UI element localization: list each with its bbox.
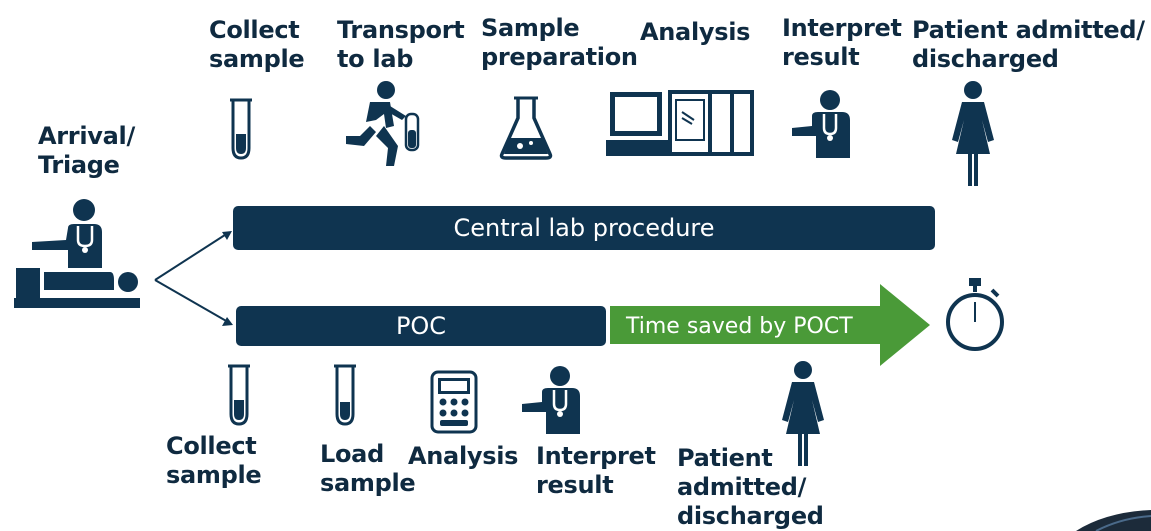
stopwatch-icon <box>946 278 1004 351</box>
time-saved-arrow <box>610 284 930 366</box>
bottom-patient-admitted-label: Patient admitted/ discharged <box>677 444 824 530</box>
flask-icon <box>499 96 553 160</box>
central-lab-procedure-bar: Central lab procedure <box>233 206 935 250</box>
top-patient-admitted-label: Patient admitted/ discharged <box>912 16 1145 73</box>
top-sample-preparation-label: Sample preparation <box>481 14 638 71</box>
bottom-collect-sample-label: Collect sample <box>166 432 262 489</box>
doctor-icon-top <box>792 90 850 158</box>
arrival-triage-label: Arrival/ Triage <box>38 122 135 179</box>
handheld-analyzer-icon <box>430 370 478 434</box>
top-analysis-label: Analysis <box>640 18 751 46</box>
top-collect-sample-label: Collect sample <box>209 16 305 73</box>
running-person-icon <box>346 81 420 166</box>
poc-bar: POC <box>236 306 606 346</box>
corner-decoration <box>1076 510 1151 531</box>
top-transport-label: Transport to lab <box>337 16 465 73</box>
time-saved-label: Time saved by POCT <box>626 313 853 339</box>
test-tube-icon-bottom-load <box>334 364 356 426</box>
patient-woman-icon-bottom <box>782 361 824 466</box>
bottom-analysis-label: Analysis <box>408 442 519 470</box>
patient-woman-icon-top <box>952 81 994 186</box>
test-tube-icon <box>230 98 252 160</box>
bottom-interpret-result-label: Interpret result <box>536 442 656 499</box>
test-tube-icon-bottom-collect <box>228 364 250 426</box>
doctor-icon-bottom <box>522 366 580 434</box>
top-interpret-result-label: Interpret result <box>782 14 902 71</box>
lab-analyzer-icon <box>606 90 754 156</box>
bottom-load-sample-label: Load sample <box>320 440 416 497</box>
triage-doctor-patient-icon <box>14 199 140 308</box>
